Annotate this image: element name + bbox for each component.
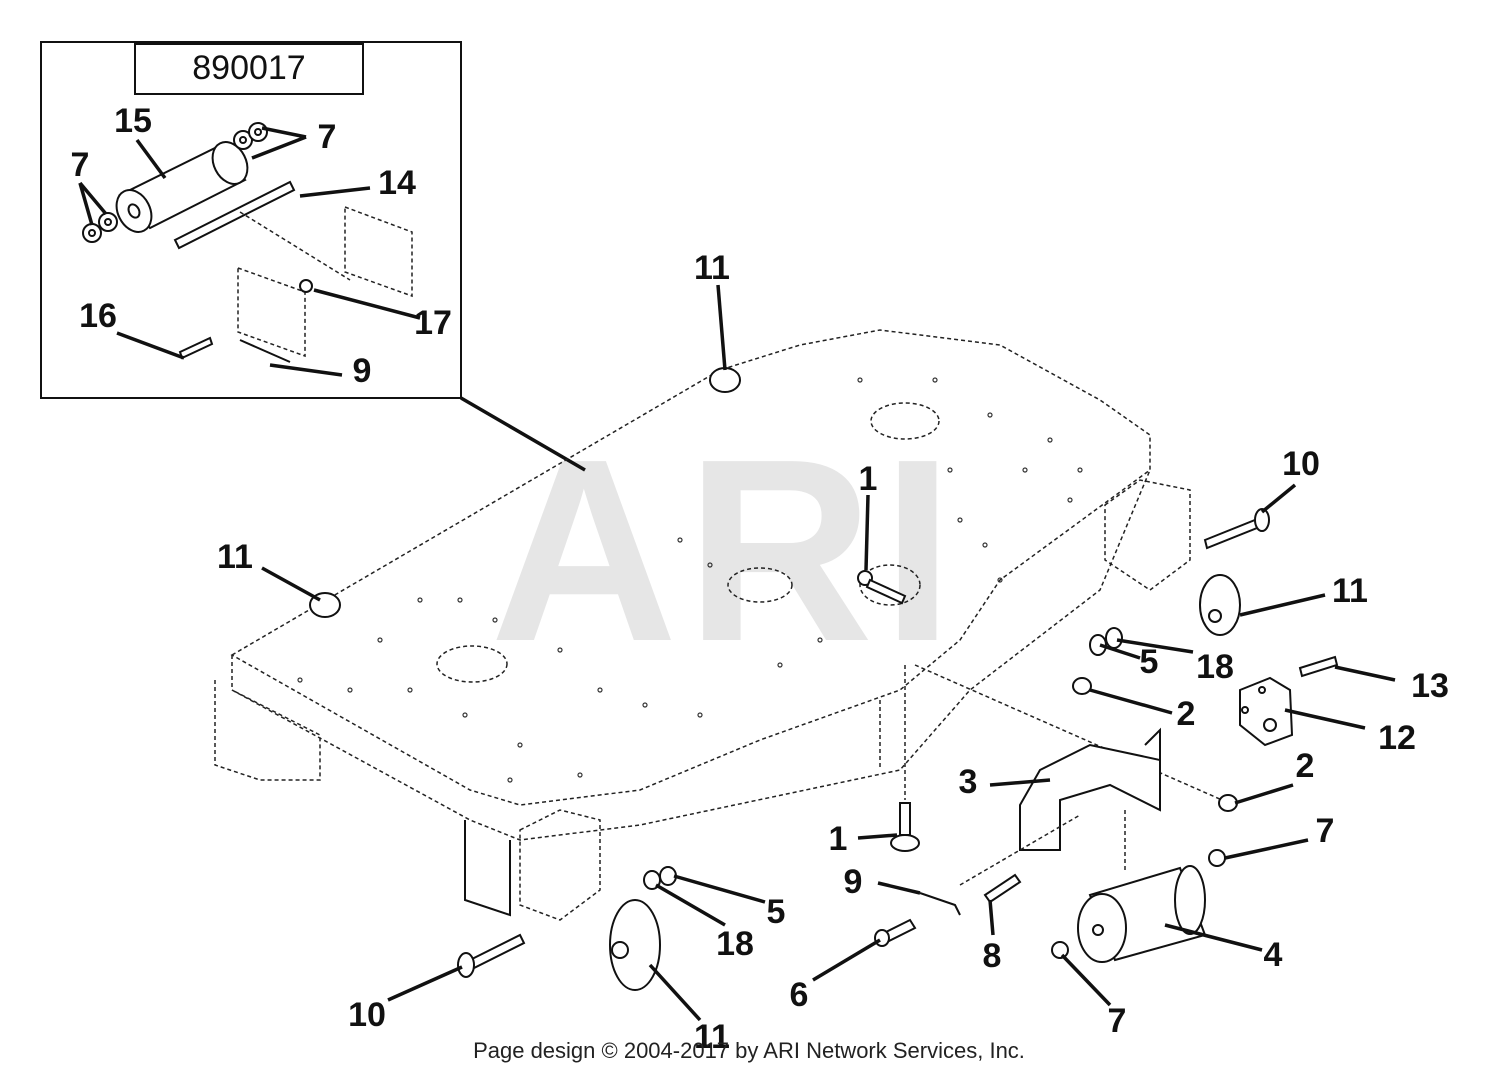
- copyright-footer: Page design © 2004-2017 by ARI Network S…: [473, 1038, 1025, 1063]
- callout-9-inset: 9: [353, 352, 372, 390]
- watermark: ARI: [490, 406, 962, 696]
- callout-13: 13: [1411, 667, 1449, 705]
- callout-5-right: 5: [1140, 643, 1159, 681]
- callout-10-left: 10: [348, 996, 386, 1034]
- callout-3: 3: [959, 763, 978, 801]
- roller-15: [115, 141, 249, 233]
- leader-lines: [261, 284, 1396, 1022]
- callout-4: 4: [1264, 936, 1283, 974]
- callout-11-bottom: 11: [694, 1018, 730, 1056]
- kit-part-number: 890017: [192, 49, 305, 87]
- callout-18-left: 18: [716, 925, 754, 963]
- callout-5-left: 5: [767, 893, 786, 931]
- callout-6: 6: [790, 976, 809, 1014]
- callout-17: 17: [414, 304, 452, 342]
- callout-2-bottom: 2: [1296, 747, 1315, 785]
- callout-16: 16: [79, 297, 117, 335]
- kit-inset: 890017: [40, 41, 586, 472]
- kit-number-box: [134, 43, 364, 95]
- callout-12: 12: [1378, 719, 1416, 757]
- callout-7-bottom: 7: [1108, 1002, 1127, 1040]
- loose-parts: [457, 508, 1339, 991]
- callout-7-right: 7: [1316, 812, 1335, 850]
- callout-18-right: 18: [1196, 648, 1234, 686]
- callout-11-right: 11: [1332, 572, 1368, 610]
- callout-2-top: 2: [1177, 695, 1196, 733]
- shaft-14: [173, 180, 296, 250]
- kit-connector-line: [460, 396, 586, 472]
- callout-14: 14: [378, 164, 416, 202]
- callout-8: 8: [983, 937, 1002, 975]
- callout-10-right: 10: [1282, 445, 1320, 483]
- callout-1-top: 1: [859, 460, 878, 498]
- callout-7-inset-right: 7: [318, 118, 337, 156]
- callout-15: 15: [114, 102, 152, 140]
- callout-9-main: 9: [844, 863, 863, 901]
- callout-11-top: 11: [694, 249, 730, 287]
- callout-11-left: 11: [217, 538, 253, 576]
- callout-labels: 15 7 7 14 16 17 9 11 11 11 11 1 1 10 10 …: [71, 102, 1449, 1056]
- callout-1-bottom: 1: [829, 820, 848, 858]
- callout-7-inset-left: 7: [71, 146, 90, 184]
